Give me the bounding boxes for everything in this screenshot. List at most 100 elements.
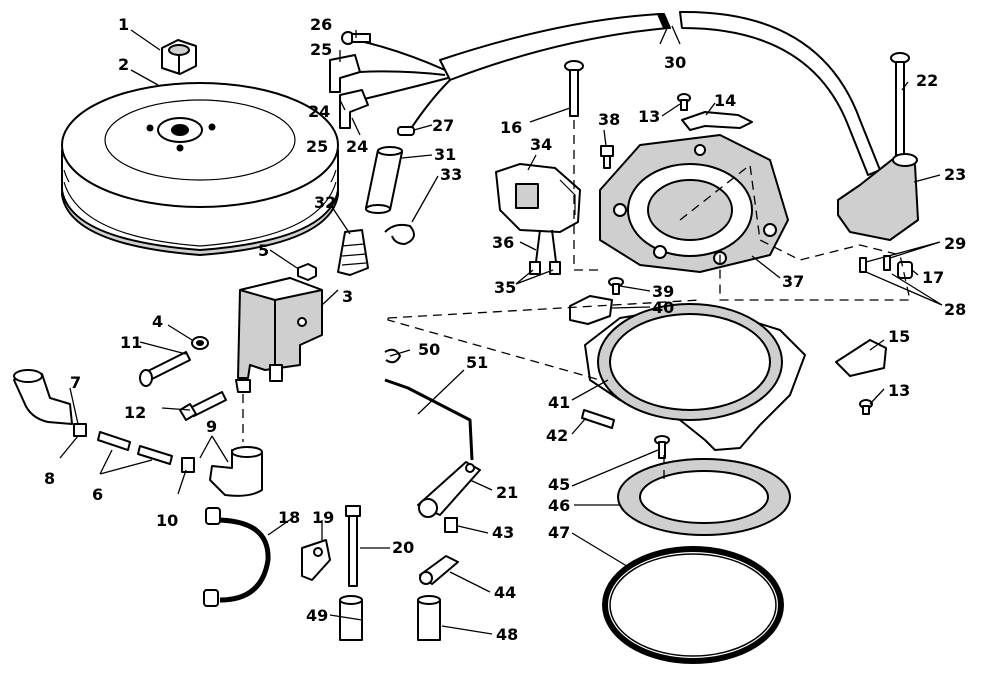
bearing-ring [617,458,791,536]
strap-screw [677,93,691,111]
callout-29: 29 [944,234,966,253]
callout-48: 48 [496,625,518,644]
link-rod [384,378,474,461]
callout-43: 43 [492,523,514,542]
wire-clip [384,223,415,245]
callout-13-top: 13 [638,107,660,126]
callout-46: 46 [548,496,570,515]
alignment-lines [242,120,911,480]
callout-25-top: 25 [310,40,332,59]
lever-link [419,555,459,585]
callout-6: 6 [92,485,103,504]
callout-11: 11 [120,333,142,352]
callout-17: 17 [922,268,944,287]
callout-34: 34 [530,135,552,154]
callout-4: 4 [152,312,163,331]
callout-25-bottom: 25 [306,137,328,156]
callout-49: 49 [306,606,328,625]
ring-terminal [341,31,371,45]
insulator-tube [365,146,403,214]
callout-40: 40 [652,298,674,317]
coil-screw-small [600,145,614,169]
callout-23: 23 [944,165,966,184]
callout-2: 2 [118,55,129,74]
callout-9: 9 [206,417,217,436]
callout-36: 36 [492,233,514,252]
callout-15: 15 [888,327,910,346]
callout-28: 28 [944,300,966,319]
ring-screw [654,435,670,459]
bullet-terminals [859,255,891,273]
callout-33: 33 [440,165,462,184]
callout-16: 16 [500,118,522,137]
callout-3: 3 [342,287,353,306]
callout-35: 35 [494,278,516,297]
callout-27: 27 [432,116,454,135]
stator-timer-base [599,134,789,273]
timer-lever-arm [417,461,481,518]
wire-clamp [301,539,331,581]
callout-31: 31 [434,145,456,164]
hex-nut [297,263,317,281]
callout-5: 5 [258,241,269,260]
flywheel-nut [161,39,197,75]
rod-clip [384,348,401,364]
spacer [417,595,441,641]
bullet-connector [397,126,415,136]
lever-pin [444,517,458,533]
washer [191,336,209,350]
charge-coil [495,163,581,233]
flywheel [61,82,339,256]
callout-13-bottom: 13 [888,381,910,400]
callout-8: 8 [44,469,55,488]
callout-19: 19 [312,508,334,527]
sensor-screw [608,277,624,295]
callout-37: 37 [782,272,804,291]
callout-44: 44 [494,583,516,602]
terminal-pin-a [97,431,131,451]
retaining-ring [602,546,784,664]
callout-14: 14 [714,91,736,110]
callout-51: 51 [466,353,488,372]
timer-sensor [569,295,613,325]
ground-bolt [179,391,227,421]
callout-7: 7 [70,373,81,392]
coil-screw [139,351,191,387]
spark-plug-boot [337,229,369,276]
connector-boot-upper [329,54,361,93]
callout-1: 1 [118,15,129,34]
callout-24-top: 24 [308,102,330,121]
callout-26: 26 [310,15,332,34]
bracket [835,339,887,377]
long-bolt [345,505,361,587]
callout-45: 45 [548,475,570,494]
elbow-boot-left [13,369,73,425]
connector-boot-lower [339,89,369,129]
callout-21: 21 [496,483,518,502]
sleeve [339,595,363,641]
callout-39: 39 [652,282,674,301]
plate-screw [581,409,615,429]
stator-screw [564,60,584,117]
callout-38: 38 [598,110,620,129]
callout-42: 42 [546,426,568,445]
callout-22: 22 [916,71,938,90]
callout-41: 41 [548,393,570,412]
coil-leads [529,229,561,275]
retainer-plate [584,303,806,451]
power-pack-screw [890,52,910,159]
stator-wiring-harness [355,10,881,176]
callout-30: 30 [664,53,686,72]
callout-50: 50 [418,340,440,359]
callout-24-bottom: 24 [346,137,368,156]
cable-strap [681,111,753,131]
callout-18: 18 [278,508,300,527]
callout-10: 10 [156,511,178,530]
ignition-coil [235,277,323,393]
bracket-screw [859,399,873,415]
ground-wire [203,507,271,607]
elbow-boot-right [209,446,263,497]
callout-12: 12 [124,403,146,422]
spring-connector [73,423,87,437]
